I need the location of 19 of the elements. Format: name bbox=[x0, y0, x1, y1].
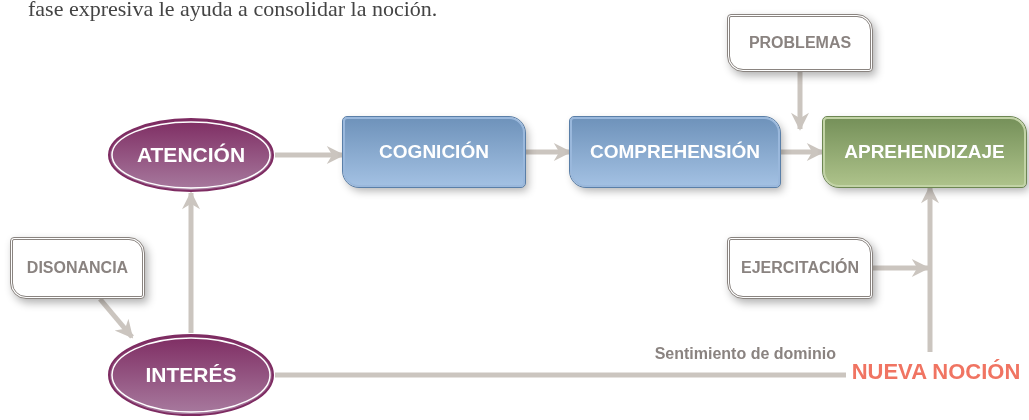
connector-line bbox=[275, 372, 846, 378]
body-text: fase expresiva le ayuda a consolidar la noción. bbox=[28, 0, 438, 22]
arrow bbox=[791, 72, 809, 131]
arrow bbox=[182, 191, 200, 333]
input-box: PROBLEMAS bbox=[727, 14, 873, 72]
arrow bbox=[275, 146, 345, 164]
process-ellipse: ATENCIÓN bbox=[107, 117, 275, 193]
arrow bbox=[921, 185, 939, 352]
arrow bbox=[525, 143, 572, 161]
input-box: DISONANCIA bbox=[10, 237, 145, 299]
arrow bbox=[780, 143, 825, 161]
node-text: NUEVA NOCIÓN bbox=[846, 352, 1026, 392]
process-box: COGNICIÓN bbox=[343, 117, 525, 187]
arrow bbox=[873, 259, 930, 277]
arrow bbox=[98, 297, 134, 339]
process-box: APREHENDIZAJE bbox=[823, 117, 1026, 187]
process-box: COMPREHENSIÓN bbox=[570, 117, 780, 187]
process-ellipse: INTERÉS bbox=[107, 333, 275, 417]
input-box: EJERCITACIÓN bbox=[727, 237, 873, 299]
